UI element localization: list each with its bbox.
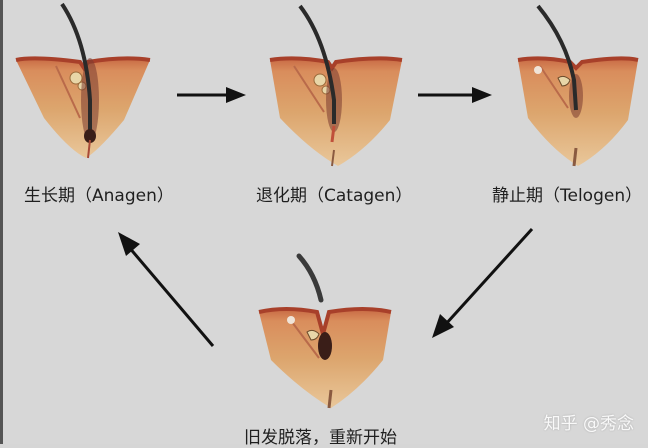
watermark: 知乎 @秀念 — [543, 414, 634, 434]
stage-catagen-label: 退化期（Catagen） — [256, 186, 413, 206]
left-border — [0, 0, 3, 444]
stage-catagen-illustration — [266, 0, 406, 170]
arrow-telogen-to-shedding-icon — [432, 227, 534, 338]
arrow-catagen-to-telogen-icon — [418, 87, 492, 103]
stage-telogen-label: 静止期（Telogen） — [492, 186, 643, 206]
stage-shedding-label: 旧发脱落，重新开始 — [244, 428, 397, 448]
stage-anagen-label: 生长期（Anagen） — [24, 186, 174, 206]
arrow-anagen-to-catagen-icon — [177, 87, 246, 103]
stage-anagen-illustration — [14, 0, 154, 165]
arrow-shedding-to-anagen-icon — [118, 232, 215, 347]
stage-telogen-illustration — [512, 0, 648, 170]
stage-shedding-illustration — [255, 250, 395, 410]
